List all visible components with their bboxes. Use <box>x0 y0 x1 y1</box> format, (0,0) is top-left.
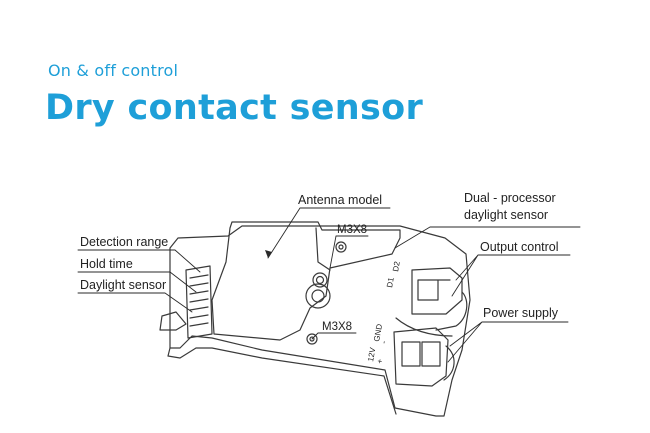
mark-d2: D2 <box>391 260 402 272</box>
label-screw-bottom: M3X8 <box>322 321 352 333</box>
dip-switch-lines <box>189 274 209 327</box>
leader-power-supply <box>447 321 569 363</box>
mark-minus: - <box>379 340 388 345</box>
output-cable <box>435 291 468 331</box>
mark-d1: D1 <box>385 276 396 288</box>
power-cable <box>443 345 455 381</box>
label-output-control: Output control <box>480 240 559 254</box>
leader-dual-processor <box>394 226 581 249</box>
page-title: Dry contact sensor <box>45 88 424 128</box>
label-hold-time: Hold time <box>80 257 133 271</box>
subtitle: On & off control <box>48 61 179 80</box>
leader-antenna <box>267 207 391 259</box>
label-dual-processor-1: Dual - processor <box>464 191 556 205</box>
cover-slot <box>315 227 331 271</box>
mark-12v: 12V <box>366 346 377 362</box>
label-screw-top: M3X8 <box>337 224 367 236</box>
label-daylight-sensor: Daylight sensor <box>80 278 166 292</box>
power-connector-pins <box>401 341 441 367</box>
antenna-arrow <box>265 250 272 258</box>
mark-gnd: GND <box>372 323 384 342</box>
leader-daylight-sensor <box>77 292 193 313</box>
housing-base <box>169 225 471 417</box>
cover-plate <box>211 221 401 341</box>
label-dual-processor-2: daylight sensor <box>464 208 548 222</box>
leader-output-control <box>451 254 571 297</box>
label-antenna-model: Antenna model <box>298 193 382 207</box>
leader-detection-range <box>77 249 201 273</box>
screw-hole-bottom <box>306 333 318 345</box>
screw-hole-bottom-inner <box>309 336 315 342</box>
leader-hold-time <box>77 271 197 293</box>
dip-switch-block <box>185 265 213 339</box>
tie-wrap <box>395 317 453 337</box>
leader-screw-bottom <box>311 332 357 340</box>
output-connector <box>411 267 463 315</box>
mount-tab <box>159 311 187 331</box>
housing-bottom-edge <box>167 347 397 415</box>
mark-plus: + <box>375 358 385 364</box>
antenna-top-ring <box>312 272 328 288</box>
label-detection-range: Detection range <box>80 235 168 249</box>
leader-screw-top <box>329 235 369 269</box>
output-connector-pins <box>417 279 451 301</box>
antenna-boss-inner <box>311 289 325 303</box>
power-connector <box>393 327 449 387</box>
label-power-supply: Power supply <box>483 306 559 320</box>
screw-hole-top <box>335 241 347 253</box>
antenna-boss-outer <box>305 283 331 309</box>
antenna-top-ring-inner <box>315 275 325 285</box>
screw-hole-top-inner <box>338 244 344 250</box>
